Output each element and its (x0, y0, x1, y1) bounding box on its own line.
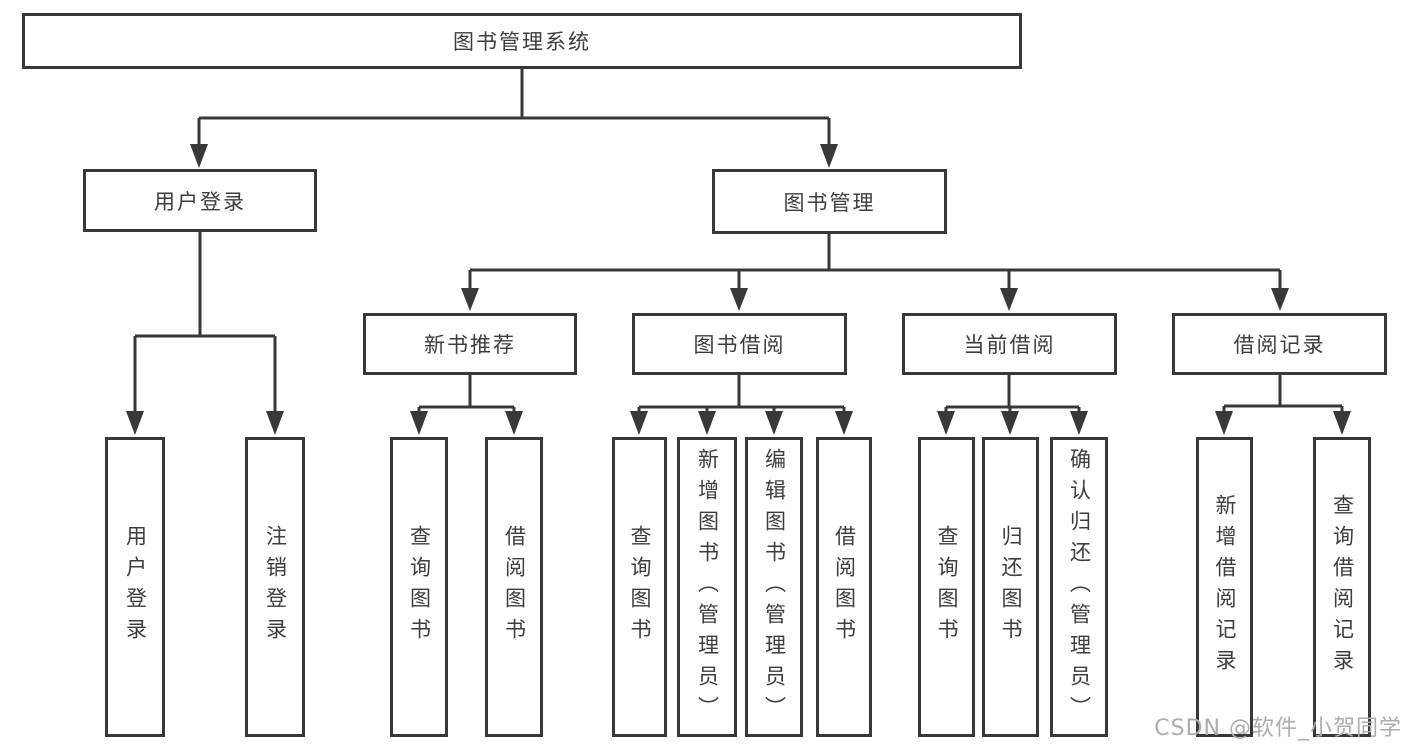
node-new-book-recommend: 新书推荐 (363, 313, 577, 375)
node-label: 用户登录 (154, 189, 246, 214)
node-label: 新书推荐 (424, 333, 516, 357)
node-label: 借阅图书 (502, 525, 527, 649)
node-label: 查询图书 (935, 525, 959, 649)
leaf-borrow-borrow-books: 借阅图书 (816, 437, 872, 737)
wire-book-borrow-to-leaves (630, 375, 853, 435)
node-book-management-branch: 图书管理 (712, 169, 947, 234)
leaf-current-query-books: 查询图书 (918, 437, 975, 737)
node-label: 查询图书 (407, 525, 432, 649)
leaf-borrow-add-books-admin: 新增图书（管理员） (677, 437, 737, 737)
leaf-current-confirm-return-admin: 确认归还（管理员） (1050, 437, 1108, 737)
node-label: 新增图书（管理员） (695, 447, 720, 727)
wire-new-book-recommend-to-leaves (410, 375, 523, 435)
leaf-borrow-query-books: 查询图书 (612, 437, 667, 737)
node-borrow-records: 借阅记录 (1172, 313, 1387, 375)
leaf-user-login: 用户登录 (105, 437, 165, 737)
node-label: 注销登录 (263, 525, 288, 649)
node-label: 用户登录 (123, 525, 148, 649)
leaf-borrow-edit-books-admin: 编辑图书（管理员） (745, 437, 803, 737)
node-label: 编辑图书（管理员） (762, 447, 787, 727)
node-label: 图书管理系统 (453, 30, 591, 54)
node-label: 借阅记录 (1233, 333, 1326, 357)
node-label: 确认归还（管理员） (1067, 447, 1092, 727)
wire-borrow-records-to-leaves (1215, 375, 1351, 435)
wire-book-management-to-level3 (461, 234, 1289, 311)
node-label: 归还图书 (999, 525, 1023, 649)
wire-root-to-level2 (190, 69, 838, 168)
wire-user-login-to-leaves (126, 232, 284, 435)
leaf-current-return-books: 归还图书 (982, 437, 1039, 737)
watermark: CSDN @软件_小贺同学 (1154, 716, 1402, 741)
node-label: 新增借阅记录 (1213, 494, 1237, 680)
node-current-borrow: 当前借阅 (902, 313, 1117, 375)
node-book-management-system: 图书管理系统 (22, 13, 1022, 69)
node-label: 查询借阅记录 (1330, 494, 1355, 680)
node-label: 图书管理 (783, 190, 876, 215)
node-book-borrow: 图书借阅 (632, 313, 847, 375)
leaf-recommend-query-books: 查询图书 (390, 437, 448, 737)
leaf-logout-login: 注销登录 (245, 437, 305, 737)
leaf-records-add-borrow-record: 新增借阅记录 (1196, 437, 1253, 737)
wire-current-borrow-to-leaves (937, 375, 1088, 435)
node-label: 图书借阅 (693, 333, 786, 357)
leaf-recommend-borrow-books: 借阅图书 (485, 437, 543, 737)
node-user-login-branch: 用户登录 (83, 169, 317, 232)
node-label: 借阅图书 (832, 525, 857, 649)
node-label: 当前借阅 (963, 333, 1056, 357)
node-label: 查询图书 (628, 525, 652, 649)
leaf-records-query-borrow-record: 查询借阅记录 (1313, 437, 1371, 737)
